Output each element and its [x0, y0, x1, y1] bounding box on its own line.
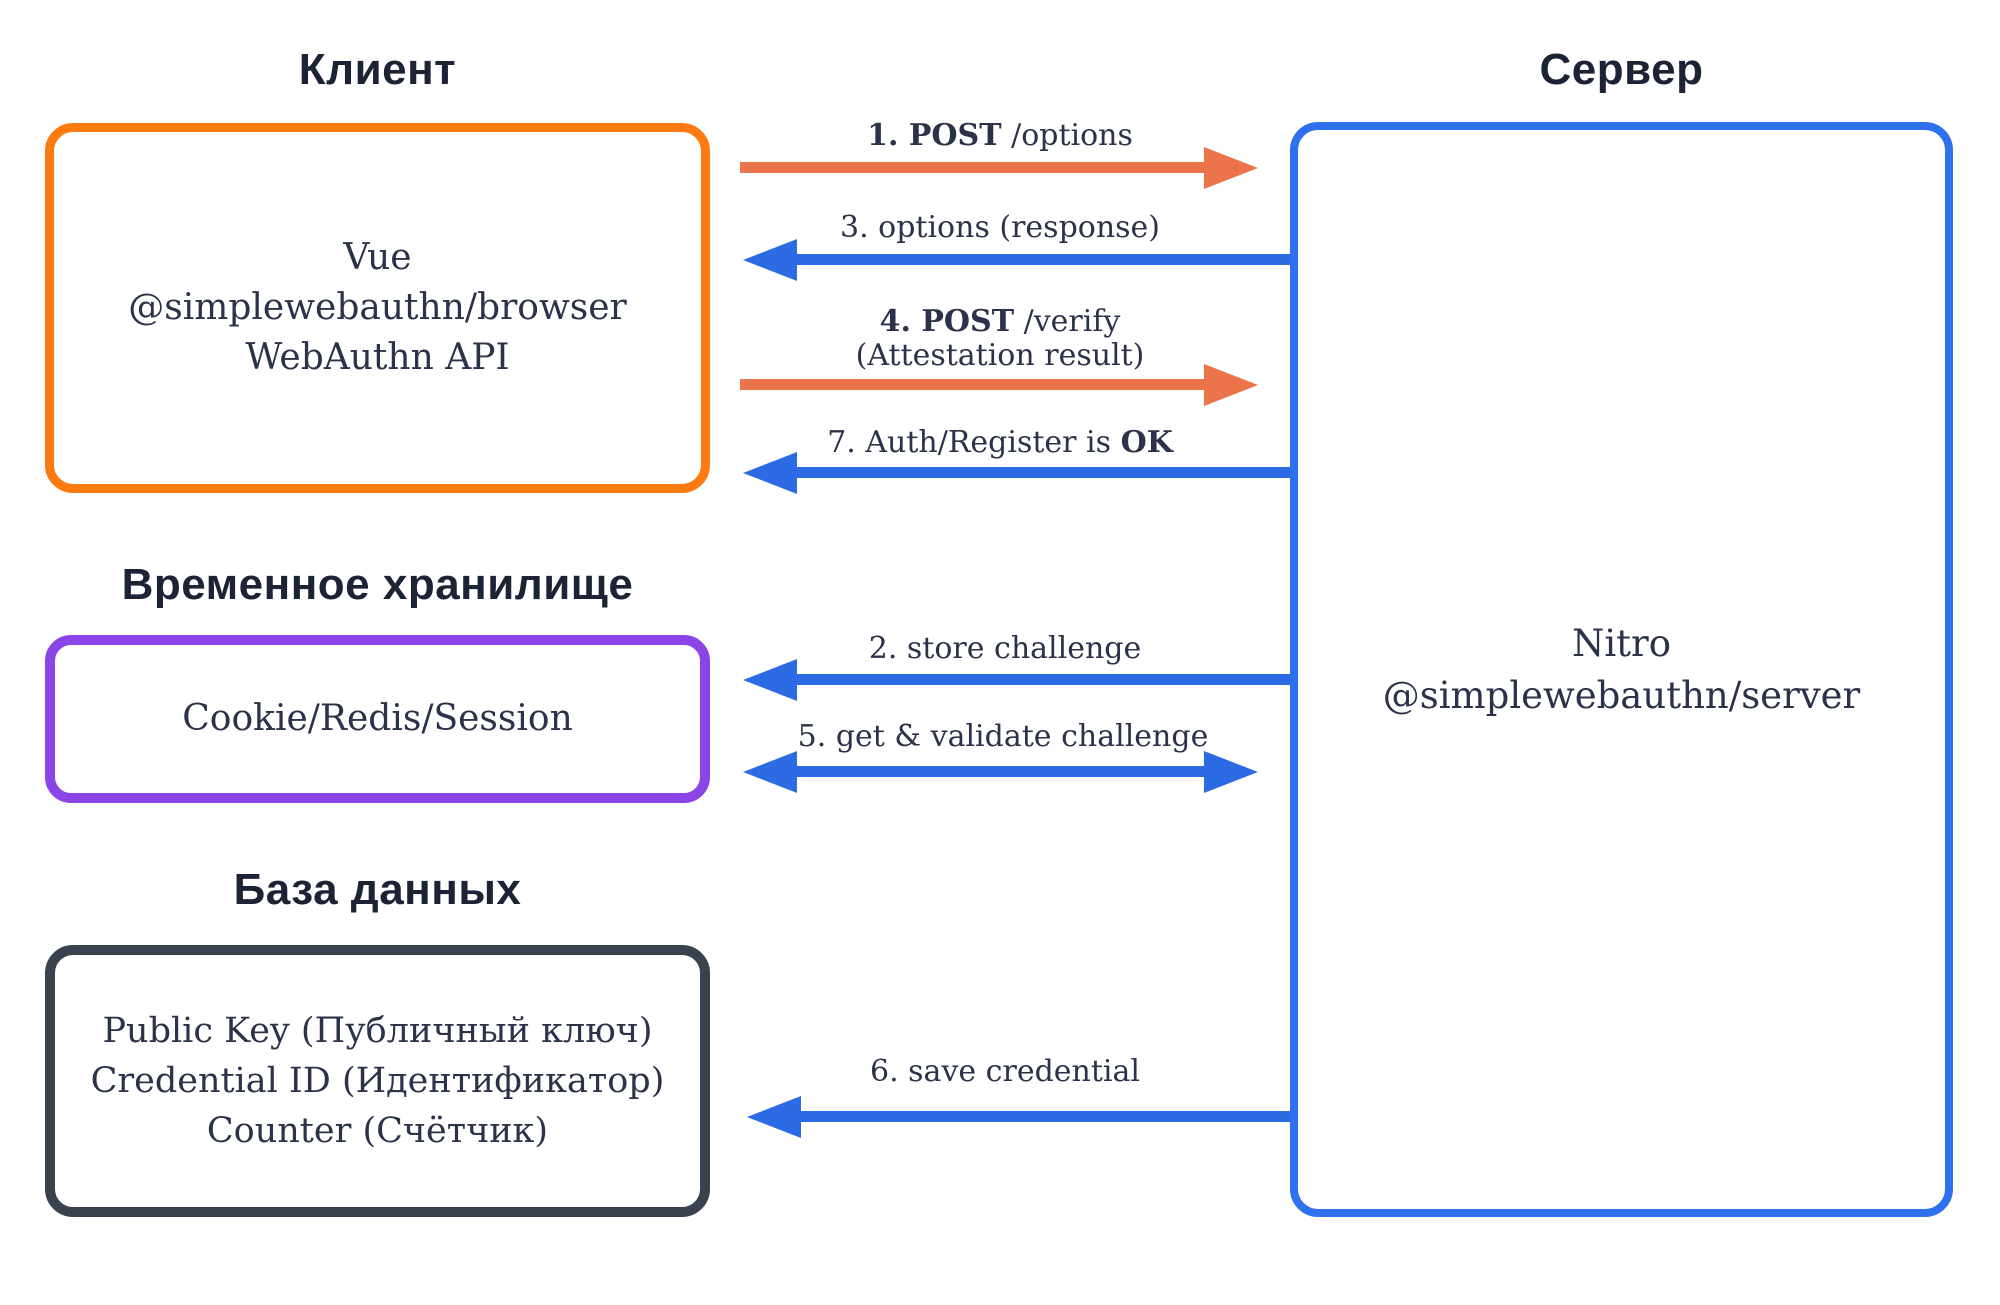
- storage-section-title: Временное хранилище: [121, 560, 634, 609]
- arrow-validate-challenge: [743, 751, 1258, 793]
- server-section-title: Сервер: [1539, 45, 1704, 94]
- arrow-label-validate-challenge: 5. get & validate challenge: [797, 719, 1209, 754]
- database-line-1: Public Key (Публичный ключ): [102, 1011, 653, 1051]
- arrow-post-options: [740, 147, 1258, 189]
- client-box: Vue @simplewebauthn/browser WebAuthn API: [45, 123, 710, 493]
- client-box-text: Vue @simplewebauthn/browser WebAuthn API: [128, 233, 627, 383]
- storage-line-1: Cookie/Redis/Session: [182, 698, 573, 739]
- arrowhead-left-icon: [743, 452, 797, 494]
- database-box-text: Public Key (Публичный ключ) Credential I…: [91, 1006, 665, 1156]
- arrow-label-post-options: 1. POST /options: [867, 118, 1133, 153]
- arrowhead-right-icon: [1204, 147, 1258, 189]
- client-line-2: @simplewebauthn/browser: [128, 287, 627, 328]
- arrowhead-right-icon: [1204, 364, 1258, 406]
- arrow-label-store-challenge: 2. store challenge: [868, 631, 1142, 666]
- database-line-3: Counter (Счётчик): [206, 1111, 549, 1151]
- arrowhead-left-icon: [743, 659, 797, 701]
- database-section-title: База данных: [233, 865, 522, 914]
- arrow-label-auth-ok: 7. Auth/Register is OK: [827, 425, 1173, 460]
- server-box-text: Nitro @simplewebauthn/server: [1383, 618, 1861, 722]
- database-line-2: Credential ID (Идентификатор): [90, 1061, 665, 1101]
- arrow-label-post-verify: 4. POST /verify (Attestation result): [855, 304, 1145, 373]
- arrow-label-options-response: 3. options (response): [839, 210, 1161, 245]
- server-line-2: @simplewebauthn/server: [1382, 673, 1861, 717]
- arrow-label-post-verify-line2: (Attestation result): [855, 338, 1145, 373]
- arrow-store-challenge: [743, 659, 1290, 701]
- server-line-1: Nitro: [1571, 621, 1672, 665]
- arrow-options-response: [743, 239, 1290, 281]
- client-line-3: WebAuthn API: [245, 337, 510, 378]
- arrow-save-credential: [747, 1096, 1290, 1138]
- storage-box: Cookie/Redis/Session: [45, 635, 710, 803]
- arrow-auth-ok: [743, 452, 1290, 494]
- arrowhead-left-icon: [743, 239, 797, 281]
- arrow-post-verify: [740, 364, 1258, 406]
- arrowhead-left-icon: [743, 751, 797, 793]
- client-section-title: Клиент: [298, 45, 457, 94]
- database-box: Public Key (Публичный ключ) Credential I…: [45, 945, 710, 1217]
- storage-box-text: Cookie/Redis/Session: [182, 694, 573, 744]
- arrow-label-save-credential: 6. save credential: [870, 1054, 1140, 1089]
- client-line-1: Vue: [343, 237, 412, 278]
- arrowhead-right-icon: [1204, 751, 1258, 793]
- arrowhead-left-icon: [747, 1096, 801, 1138]
- server-box: Nitro @simplewebauthn/server: [1290, 122, 1953, 1217]
